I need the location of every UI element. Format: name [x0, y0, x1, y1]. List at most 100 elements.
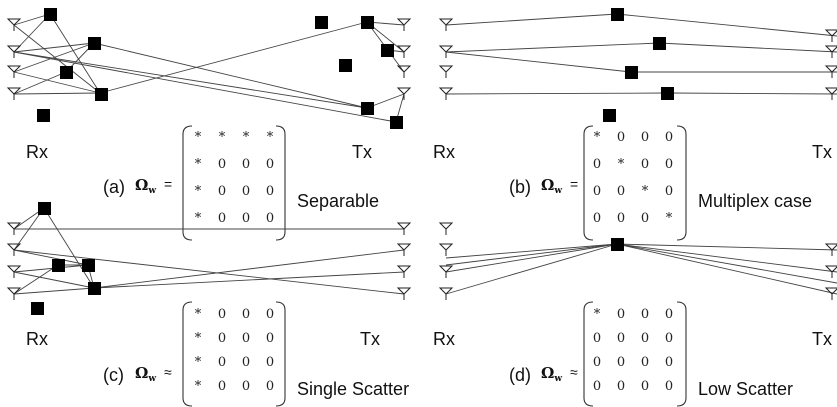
relation-sign: =: [164, 176, 172, 192]
scatterer: [661, 87, 674, 100]
scatterer: [31, 302, 44, 315]
matrix-entry: 0: [665, 355, 673, 370]
matrix-entry: 0: [266, 379, 274, 394]
matrix-entry: *: [666, 211, 673, 226]
scatterer: [44, 8, 57, 21]
matrix-entry: 0: [266, 355, 274, 370]
rays-b: [445, 13, 837, 95]
scatterers-c: [31, 202, 101, 315]
scatterer: [361, 102, 374, 115]
panel-tag: (a): [103, 177, 125, 197]
matrix-entry: 0: [641, 379, 649, 394]
matrix-entry: 0: [218, 157, 226, 172]
matrix-entry: 0: [593, 331, 601, 346]
antenna-icon: [438, 222, 454, 235]
matrix-entry: 0: [617, 130, 625, 145]
matrix-entry: *: [594, 307, 601, 322]
scatterer: [88, 282, 101, 295]
antenna-icon: [824, 65, 837, 78]
rx-label: Rx: [26, 329, 48, 349]
antenna-icon: [6, 287, 22, 300]
tx-label: Tx: [360, 329, 380, 349]
relation-sign: ≈: [164, 364, 172, 380]
antenna-icon: [438, 45, 454, 58]
matrix-entry: 0: [242, 157, 250, 172]
scatterer: [52, 259, 65, 272]
matrix-entry: 0: [593, 184, 601, 199]
panel-tag: (b): [509, 177, 531, 197]
matrix-entry: 0: [593, 379, 601, 394]
matrix-entry: *: [243, 130, 250, 145]
matrix-entry: *: [594, 130, 601, 145]
matrix-entry: *: [195, 157, 202, 172]
rx-antennas-c: [6, 222, 22, 300]
matrix-entry: 0: [593, 211, 601, 226]
tx-label: Tx: [812, 329, 832, 349]
matrix-entry: *: [195, 379, 202, 394]
panel-tag: (c): [103, 365, 124, 385]
matrix-entry: 0: [242, 184, 250, 199]
matrix-entry: 0: [218, 307, 226, 322]
matrix-entry: 0: [665, 307, 673, 322]
matrix-entry: *: [195, 331, 202, 346]
matrix-entry: 0: [266, 211, 274, 226]
tx-antennas-c: [396, 222, 412, 300]
matrix-entry: 0: [266, 184, 274, 199]
scatterer: [339, 59, 352, 72]
matrix-entry: 0: [641, 355, 649, 370]
matrix-entry: 0: [593, 355, 601, 370]
matrix-right-bracket: [676, 125, 687, 241]
matrix-entry: 0: [242, 355, 250, 370]
scatterer: [611, 238, 624, 251]
scatterer: [390, 116, 403, 129]
matrix-entry: 0: [641, 211, 649, 226]
matrix-right-bracket: [275, 125, 286, 241]
omega-symbol: Ωw: [541, 364, 562, 384]
antenna-icon: [824, 265, 837, 278]
matrix-entry: 0: [641, 307, 649, 322]
matrix-entry: *: [195, 307, 202, 322]
antenna-icon: [6, 222, 22, 235]
tx-antennas-d: [824, 243, 837, 300]
rx-antennas-d: [438, 222, 454, 300]
scatterer: [381, 44, 394, 57]
matrix-entry: *: [195, 211, 202, 226]
omega-symbol: Ωw: [135, 364, 156, 384]
antenna-icon: [396, 287, 412, 300]
antenna-icon: [438, 287, 454, 300]
matrix-entry: *: [267, 130, 274, 145]
matrix-entry: 0: [665, 184, 673, 199]
tx-label: Tx: [352, 142, 372, 162]
panel-caption: Low Scatter: [698, 379, 793, 399]
tx-antennas-b: [824, 29, 837, 100]
rx-label: Rx: [433, 329, 455, 349]
antenna-icon: [396, 243, 412, 256]
matrix-left-bracket: [182, 125, 193, 241]
antenna-icon: [396, 18, 412, 31]
rx-antennas-b: [438, 18, 454, 100]
matrix-entry: *: [195, 184, 202, 199]
panel-caption: Multiplex case: [698, 191, 812, 211]
matrix-entry: 0: [665, 130, 673, 145]
matrix-entry: 0: [617, 211, 625, 226]
rays-d: [445, 243, 837, 295]
omega-symbol: Ωw: [135, 176, 156, 196]
rx-label: Rx: [26, 142, 48, 162]
matrix-entry: *: [219, 130, 226, 145]
matrix-entry: 0: [665, 157, 673, 172]
matrix-entry: 0: [593, 157, 601, 172]
matrix-entry: 0: [665, 331, 673, 346]
relation-sign: =: [570, 176, 578, 192]
antenna-icon: [6, 18, 22, 31]
antenna-icon: [6, 243, 22, 256]
matrix-entry: 0: [266, 331, 274, 346]
antenna-icon: [396, 45, 412, 58]
antenna-icon: [438, 243, 454, 256]
antenna-icon: [396, 87, 412, 100]
matrix-entry: 0: [641, 130, 649, 145]
